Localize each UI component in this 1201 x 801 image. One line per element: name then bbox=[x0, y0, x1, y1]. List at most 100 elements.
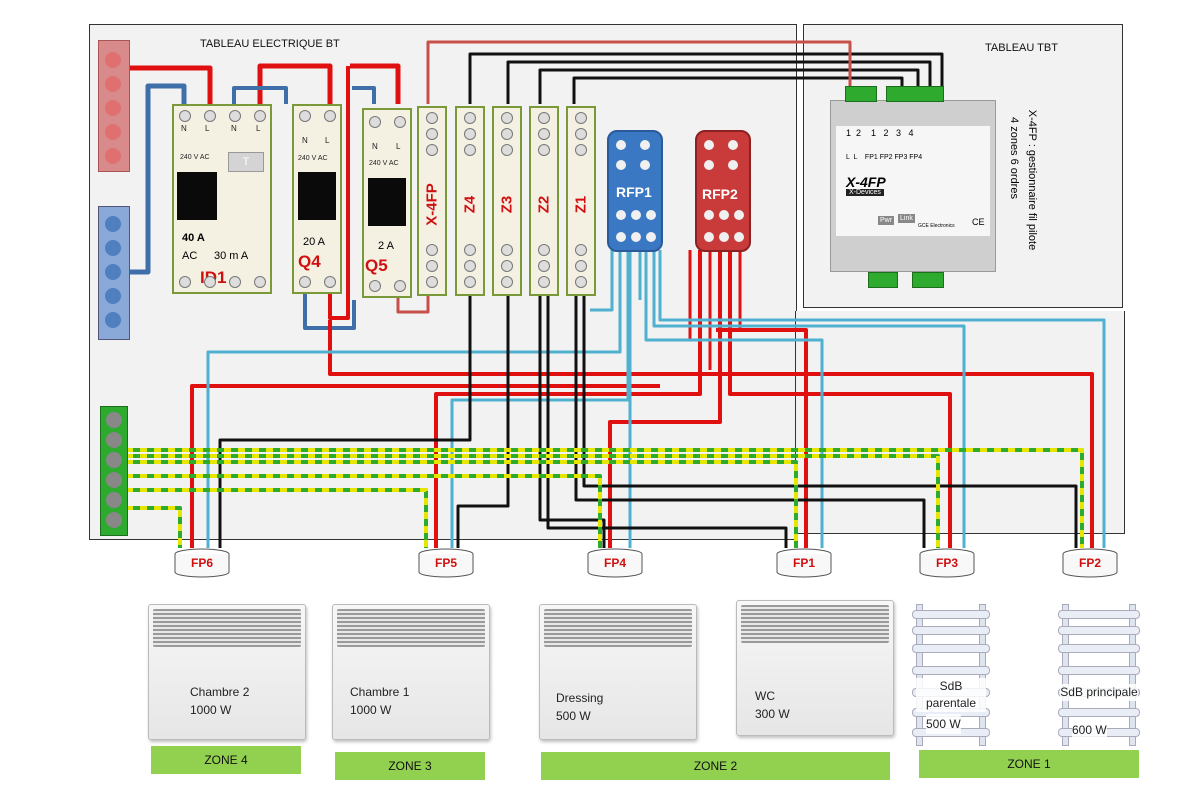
module-terminal bbox=[501, 112, 513, 124]
q5-lever[interactable] bbox=[368, 178, 406, 226]
id1-rating: 40 A bbox=[182, 232, 205, 244]
pilot-z2 bbox=[538, 68, 920, 104]
earth-fp5 bbox=[112, 488, 428, 548]
phase-fp3 bbox=[728, 250, 952, 548]
id1-terminal bbox=[179, 110, 191, 122]
towel-rail-left bbox=[916, 604, 923, 746]
id1-terminal bbox=[204, 276, 216, 288]
neutral-bar-screw bbox=[105, 264, 121, 280]
heater-chambre1-room: Chambre 1 bbox=[350, 685, 410, 699]
module-terminal bbox=[426, 260, 438, 272]
x4fp-description-line1: X-4FP : gestionnaire fil pilote bbox=[1026, 109, 1038, 251]
q5-name: Q5 bbox=[365, 256, 388, 275]
module-terminal bbox=[538, 144, 550, 156]
module-terminal bbox=[501, 128, 513, 140]
fp-box-3: FP4 bbox=[586, 548, 644, 578]
phase-wire-q5 bbox=[327, 63, 401, 104]
fp-box-shape bbox=[174, 548, 230, 578]
module-terminal bbox=[464, 128, 476, 140]
rfp2-block bbox=[695, 130, 751, 252]
q5-terminal bbox=[369, 280, 381, 292]
rfp2-terminal bbox=[704, 140, 714, 150]
id1-terminal bbox=[254, 276, 266, 288]
phase-wire-x4fp-in bbox=[396, 292, 430, 314]
phase-rfp2-drops bbox=[688, 250, 742, 370]
module-terminal bbox=[464, 244, 476, 256]
signal-fp2 bbox=[658, 250, 1106, 548]
phase-wire-q4-out bbox=[328, 66, 350, 320]
x4fp-link-led: Link bbox=[898, 214, 915, 223]
heater-wc-room: WC bbox=[755, 689, 775, 703]
module-terminal bbox=[538, 128, 550, 140]
pilot-fp1 bbox=[546, 292, 788, 548]
rfp1-terminal bbox=[646, 210, 656, 220]
heater-dressing-room: Dressing bbox=[556, 691, 604, 705]
q4-rating: 20 A bbox=[303, 236, 326, 248]
towel-rail-right bbox=[1129, 604, 1136, 746]
earth-bar-screw bbox=[106, 512, 122, 528]
rfp1-terminal bbox=[631, 210, 641, 220]
id1-sensitivity: 30 m A bbox=[214, 250, 249, 262]
heater-chambre2 bbox=[148, 604, 306, 740]
q4-term-l: L bbox=[325, 136, 330, 145]
towel-parentale-room: SdB parentale bbox=[916, 678, 986, 712]
heater-dressing-power: 500 W bbox=[556, 709, 591, 723]
zone-1-label: ZONE 1 bbox=[919, 750, 1139, 778]
q4-terminal bbox=[299, 276, 311, 288]
fp-box-6: FP2 bbox=[1061, 548, 1119, 578]
rfp1-block bbox=[607, 130, 663, 252]
towel-rail-right bbox=[979, 604, 986, 746]
x4fp-terminal-bottom-right bbox=[912, 272, 944, 288]
id1-term-l1: L bbox=[205, 124, 210, 133]
x4fp-top-numbers: 1 2 1 2 3 4 bbox=[846, 128, 914, 138]
module-terminal bbox=[575, 276, 587, 288]
id1-test-button[interactable]: T bbox=[228, 152, 264, 172]
fp-box-shape bbox=[919, 548, 975, 578]
neutral-bar-screw bbox=[105, 216, 121, 232]
module-terminal bbox=[575, 144, 587, 156]
earth-fp3 bbox=[112, 454, 940, 548]
q5-voltage: 240 V AC bbox=[369, 160, 399, 167]
q5-terminal bbox=[394, 280, 406, 292]
heater-chambre2-power: 1000 W bbox=[190, 703, 232, 717]
module-z3-label: Z3 bbox=[498, 195, 516, 214]
module-terminal bbox=[464, 112, 476, 124]
module-terminal bbox=[426, 112, 438, 124]
fp-box-label: FP5 bbox=[434, 556, 457, 570]
id1-type: AC bbox=[182, 250, 198, 262]
x4fp-supply bbox=[426, 40, 852, 104]
signal-fp3 bbox=[652, 250, 966, 548]
earth-fp4 bbox=[112, 474, 602, 548]
q4-voltage: 240 V AC bbox=[298, 155, 328, 162]
module-z2-label: Z2 bbox=[535, 195, 553, 214]
zone-3-label: ZONE 3 bbox=[335, 752, 485, 780]
pilot-fp5 bbox=[456, 292, 510, 548]
id1-terminal bbox=[254, 110, 266, 122]
x4fp-maker: GCE Electronics bbox=[918, 223, 955, 229]
module-terminal bbox=[538, 260, 550, 272]
id1-terminal bbox=[179, 276, 191, 288]
q4-lever[interactable] bbox=[298, 172, 336, 220]
q4-terminal bbox=[324, 110, 336, 122]
rfp2-terminal bbox=[719, 232, 729, 242]
q5-term-l: L bbox=[396, 142, 401, 151]
phase-fp1 bbox=[716, 328, 808, 548]
module-terminal bbox=[538, 276, 550, 288]
fp-box-1: FP6 bbox=[173, 548, 231, 578]
x4fp-terminal-outputs bbox=[886, 86, 944, 102]
neutral-bar-screw bbox=[105, 312, 121, 328]
neutral-bar-screw bbox=[105, 240, 121, 256]
x4fp-top-labels: L L FP1 FP2 FP3 FP4 bbox=[846, 154, 923, 161]
id1-lever[interactable] bbox=[177, 172, 217, 220]
fp-box-5: FP3 bbox=[918, 548, 976, 578]
module-terminal bbox=[501, 144, 513, 156]
x4fp-logo: X-4FP bbox=[846, 174, 886, 190]
neutral-bar-screw bbox=[105, 288, 121, 304]
rfp1-terminal bbox=[616, 232, 626, 242]
towel-bar bbox=[912, 666, 990, 675]
pilot-fp4 bbox=[538, 292, 606, 548]
pilot-fp3 bbox=[574, 292, 926, 548]
x4fp-brand: X-Devices bbox=[846, 189, 884, 196]
heater-wc-power: 300 W bbox=[755, 707, 790, 721]
